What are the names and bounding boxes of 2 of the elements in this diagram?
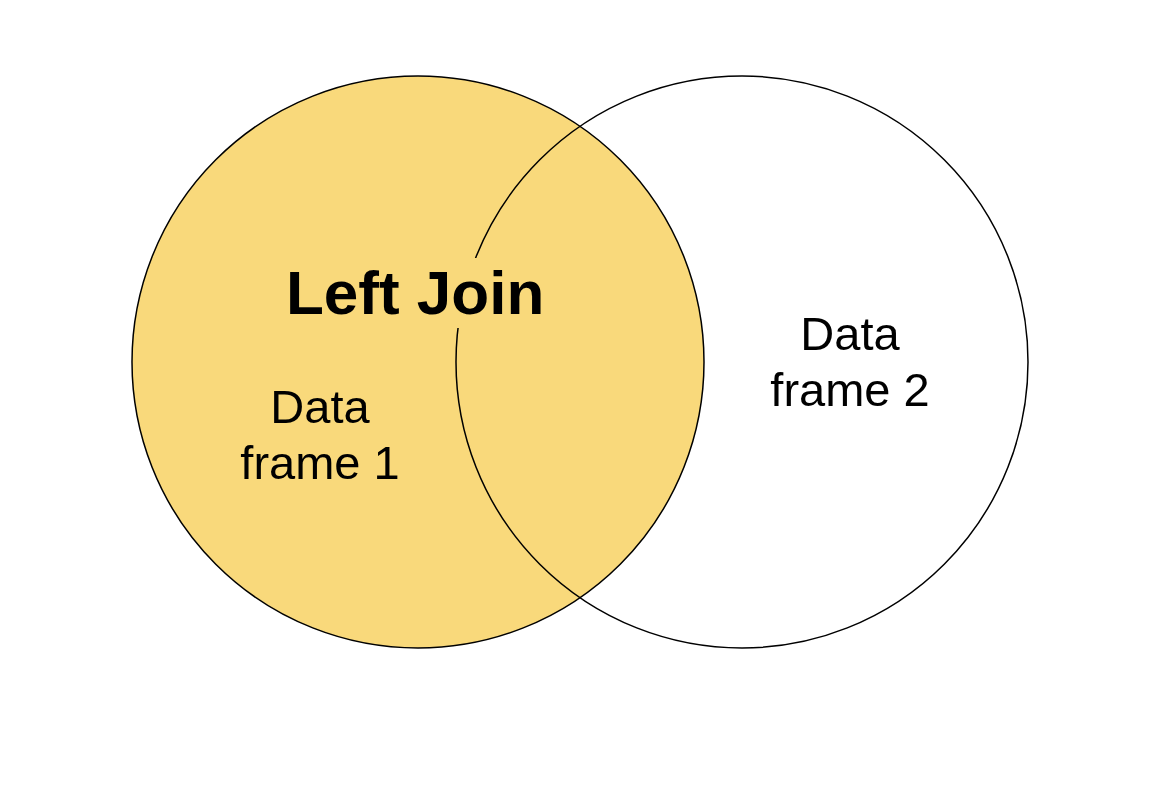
set-label: Data frame 1	[239, 379, 401, 491]
set-label: Data frame 2	[769, 306, 931, 418]
